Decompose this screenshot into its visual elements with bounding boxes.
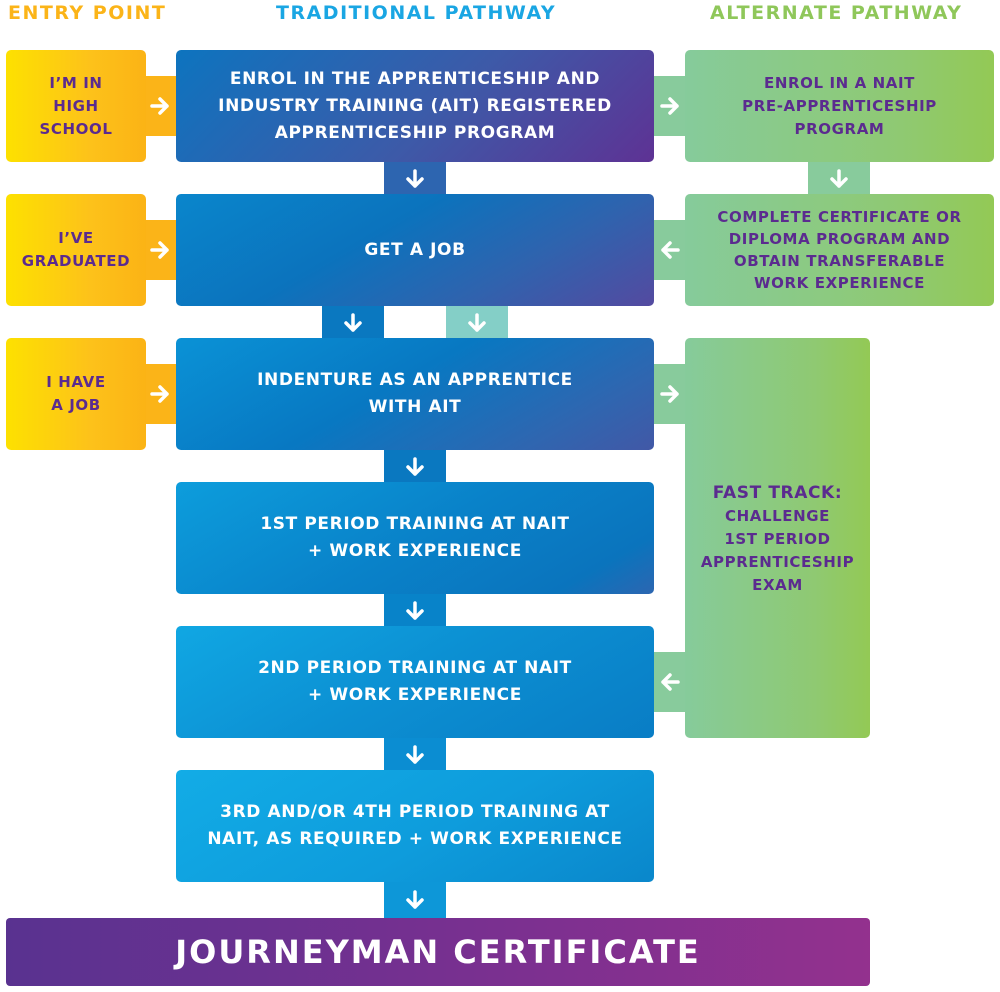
step-3rd-4th-period-line: NAIT, AS REQUIRED + WORK EXPERIENCE [207,829,623,849]
connector-enrol-to-preapprentice [650,76,690,136]
connector-highschool-to-enrol [140,76,180,136]
step-3rd-4th-period-line: 3RD AND/OR 4TH PERIOD TRAINING AT [220,802,610,822]
arrow-left-icon [661,673,680,691]
entry-have-job-line: A JOB [51,396,101,414]
alt-certificate-line: OBTAIN TRANSFERABLE [733,252,946,270]
arrow-down-icon [468,313,486,332]
connector-job-to-indenture [322,302,384,344]
alt-fast-track-line: 1ST PERIOD [724,530,831,548]
alt-fast-track-line: CHALLENGE [724,507,831,525]
connector-alternate-to-indenture [446,302,508,344]
journeyman-certificate-label: JOURNEYMAN CERTIFICATE [175,933,701,971]
entry-high-school-line: SCHOOL [39,119,113,138]
connector-enrol-to-job [384,158,446,200]
alt-fast-track-title: FAST TRACK: [712,483,843,503]
entry-point-header: ENTRY POINT [8,2,167,24]
connector-certificate-to-job [650,220,690,280]
step-indenture: INDENTURE AS AN APPRENTICE WITH AIT [176,338,654,450]
arrow-down-icon [406,169,424,188]
connector-2nd-to-3rd-period [384,734,446,776]
step-2nd-period-line: + WORK EXPERIENCE [308,685,522,705]
connector-indenture-to-fasttrack [650,364,690,424]
arrow-right-icon [660,385,679,403]
arrow-right-icon [150,241,169,259]
step-2nd-period: 2ND PERIOD TRAINING AT NAIT + WORK EXPER… [176,626,654,738]
alt-fast-track-line: APPRENTICESHIP [700,553,855,571]
step-get-a-job: GET A JOB [176,194,654,306]
traditional-pathway-header: TRADITIONAL PATHWAY [276,2,557,24]
step-1st-period-line: + WORK EXPERIENCE [308,541,522,561]
step-enrol-ait-line: INDUSTRY TRAINING (AIT) REGISTERED [218,95,612,116]
alt-enrol-line: PRE-APPRENTICESHIP [742,96,937,115]
arrow-down-icon [344,313,362,332]
step-indenture-line: INDENTURE AS AN APPRENTICE [257,370,573,390]
step-1st-period-line: 1ST PERIOD TRAINING AT NAIT [260,514,570,534]
arrow-down-icon [406,457,424,476]
step-enrol-ait: ENROL IN THE APPRENTICESHIP AND INDUSTRY… [176,50,654,162]
step-2nd-period-line: 2ND PERIOD TRAINING AT NAIT [258,658,572,678]
step-enrol-ait-line: APPRENTICESHIP PROGRAM [274,122,556,143]
step-1st-period: 1ST PERIOD TRAINING AT NAIT + WORK EXPER… [176,482,654,594]
journeyman-certificate: JOURNEYMAN CERTIFICATE [6,918,870,986]
entry-graduated-line: I’VE [58,229,94,247]
connector-havejob-to-indenture [140,364,180,424]
alt-fast-track-line: EXAM [752,576,803,594]
connector-indenture-to-1st-period [384,446,446,488]
entry-high-school-line: I’M IN [49,73,103,92]
entry-high-school: I’M IN HIGH SCHOOL [6,50,146,162]
arrow-down-icon [830,169,848,188]
alt-certificate-line: WORK EXPERIENCE [754,274,925,292]
arrow-right-icon [150,97,169,115]
arrow-right-icon [660,97,679,115]
arrow-down-icon [406,601,424,620]
connector-preapprentice-to-certificate [808,158,870,200]
alt-certificate-line: COMPLETE CERTIFICATE OR [717,208,962,226]
step-indenture-line: WITH AIT [368,397,462,417]
connector-1st-to-2nd-period [384,590,446,632]
alt-complete-certificate: COMPLETE CERTIFICATE OR DIPLOMA PROGRAM … [685,194,994,306]
arrow-left-icon [661,241,680,259]
entry-have-job-line: I HAVE [46,373,106,391]
connector-graduated-to-job [140,220,180,280]
entry-high-school-line: HIGH [53,96,99,115]
alt-enrol-line: PROGRAM [794,119,885,138]
step-enrol-ait-line: ENROL IN THE APPRENTICESHIP AND [229,68,601,89]
alternate-pathway-header: ALTERNATE PATHWAY [710,2,963,24]
entry-have-job: I HAVE A JOB [6,338,146,450]
alt-certificate-line: DIPLOMA PROGRAM AND [728,230,951,248]
arrow-down-icon [406,745,424,764]
alt-enrol-pre-apprenticeship: ENROL IN A NAIT PRE-APPRENTICESHIP PROGR… [685,50,994,162]
arrow-down-icon [406,890,424,909]
step-3rd-4th-period: 3RD AND/OR 4TH PERIOD TRAINING AT NAIT, … [176,770,654,882]
step-get-a-job-line: GET A JOB [364,239,466,260]
entry-graduated: I’VE GRADUATED [6,194,146,306]
arrow-right-icon [150,385,169,403]
entry-graduated-line: GRADUATED [21,252,131,270]
connector-3rd-to-journeyman [384,878,446,922]
alt-enrol-line: ENROL IN A NAIT [763,73,916,92]
connector-fasttrack-to-2nd-period [650,652,690,712]
alt-fast-track: FAST TRACK: CHALLENGE 1ST PERIOD APPRENT… [685,338,870,738]
